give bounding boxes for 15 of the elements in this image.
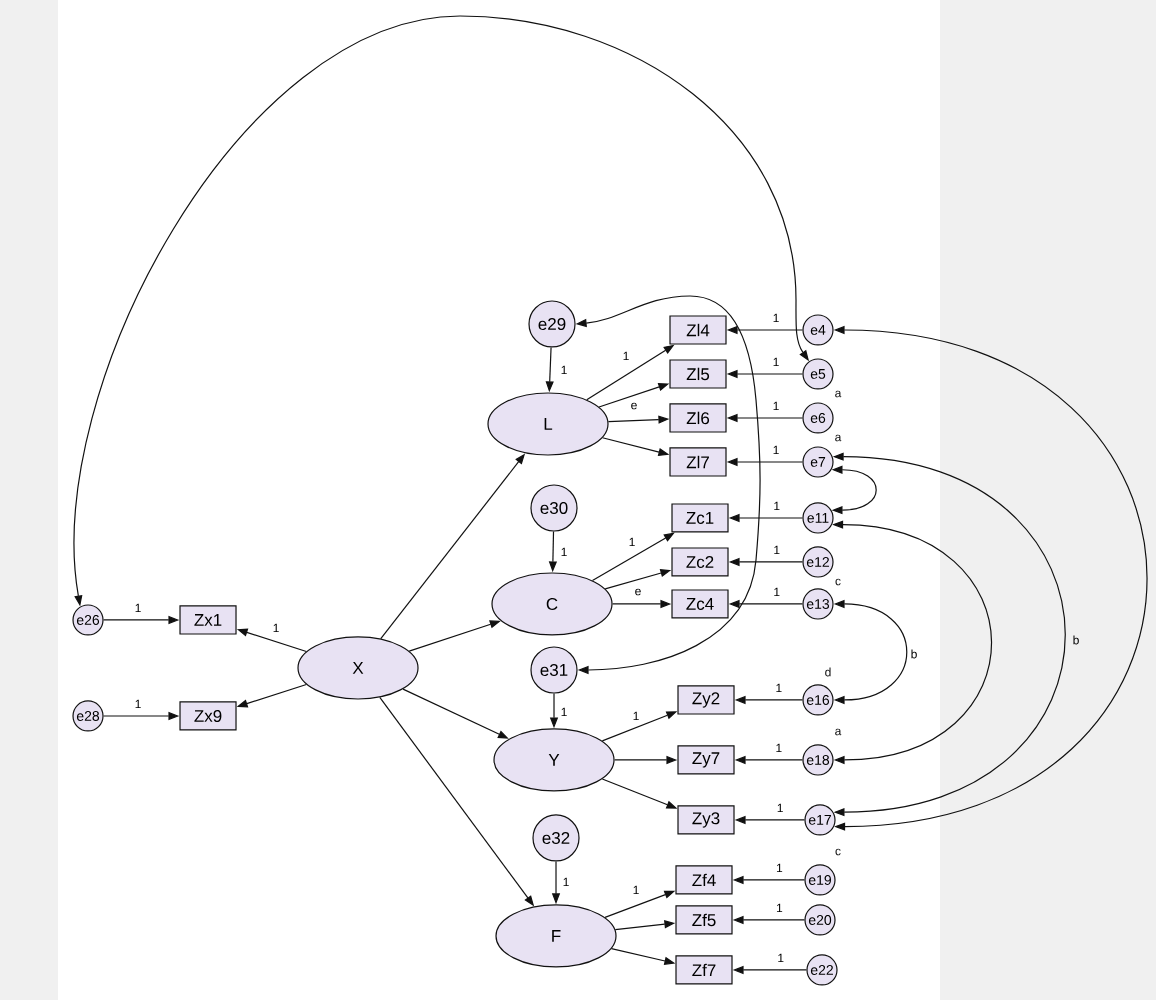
variable-box: Zl5 [669, 359, 727, 389]
variable-box: Zl7 [669, 447, 727, 477]
variable-box: Zl6 [669, 403, 727, 433]
variable-box: Zx1 [179, 605, 237, 635]
variable-box: Zf5 [675, 905, 733, 935]
variable-box: Zf4 [675, 865, 733, 895]
variable-box: Zf7 [675, 955, 733, 985]
variable-box: Zc4 [671, 589, 729, 619]
variable-box: Zy3 [677, 805, 735, 835]
variable-box: Zy7 [677, 745, 735, 775]
variable-box: Zx9 [179, 701, 237, 731]
variable-box: Zc2 [671, 547, 729, 577]
variable-box: Zy2 [677, 685, 735, 715]
variable-box: Zl4 [669, 315, 727, 345]
variable-box: Zc1 [671, 503, 729, 533]
